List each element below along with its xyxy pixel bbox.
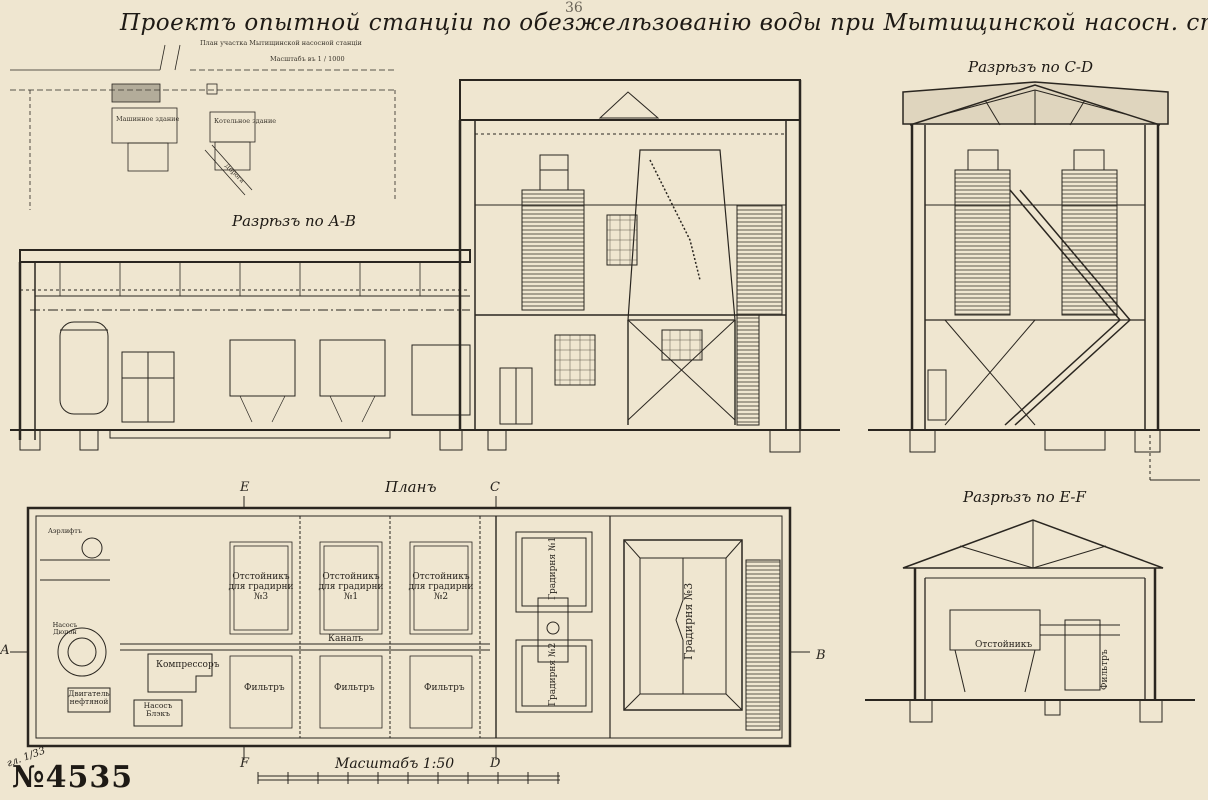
marker-a: А bbox=[0, 643, 10, 658]
marker-c: С bbox=[490, 480, 500, 495]
marker-b: В bbox=[816, 648, 826, 663]
marker-d: D bbox=[490, 756, 501, 771]
tower-2-label: Градирня №2 bbox=[548, 642, 558, 706]
drawing-title: Проектъ опытной станціи по обезжелѣзован… bbox=[120, 10, 1208, 36]
filter-label-2: Фильтръ bbox=[334, 683, 375, 693]
pump-label: Насосъ Блэкъ bbox=[143, 701, 173, 718]
settler-1-label: Отстойникъ для градирни №1 bbox=[318, 572, 384, 602]
filter-label-3: Фильтръ bbox=[424, 683, 465, 693]
canal-label: Каналъ bbox=[328, 634, 364, 644]
marker-e: Е bbox=[240, 480, 250, 495]
section-ab bbox=[10, 249, 471, 451]
site-plan-building-1: Машинное здание bbox=[116, 115, 180, 123]
section-ab-title: Разрѣзъ по А-В bbox=[232, 212, 356, 230]
plan-title: Планъ bbox=[385, 478, 437, 496]
compressor-label: Компрессоръ bbox=[156, 660, 220, 670]
scale-label: Масштабъ 1:50 bbox=[335, 756, 455, 772]
tower-3-label: Градирня №3 bbox=[682, 582, 695, 660]
marker-f: F bbox=[240, 756, 250, 771]
settler-2-label: Отстойникъ для градирни №2 bbox=[408, 572, 474, 602]
plan-view bbox=[10, 496, 810, 760]
site-plan-scale: Масштабъ въ 1 / 1000 bbox=[270, 55, 345, 63]
section-ef bbox=[865, 519, 1195, 723]
section-cd-title: Разрѣзъ по С-D bbox=[968, 58, 1094, 76]
ef-filter-label: Фильтръ bbox=[1100, 649, 1110, 690]
compressor-tank-label: Насосъ Дюпон bbox=[52, 621, 78, 636]
sheet-number: №4535 bbox=[12, 760, 134, 795]
filter-label-1: Фильтръ bbox=[244, 683, 285, 693]
tower-1-label: Градирня №1 bbox=[548, 536, 558, 600]
airlift-label: Аэрлифтъ bbox=[47, 527, 82, 535]
site-plan-building-2: Котельное здание bbox=[214, 117, 277, 125]
site-plan bbox=[10, 44, 396, 210]
section-cd bbox=[868, 81, 1200, 481]
ef-settler-label: Отстойникъ bbox=[975, 640, 1033, 650]
engine-label: Двигатель нефтяной bbox=[68, 689, 110, 706]
archive-mark: 36 bbox=[565, 0, 583, 16]
site-plan-title: План участка Мытищинской насосной станці… bbox=[200, 39, 362, 47]
scale-bar bbox=[257, 772, 560, 784]
settler-3-label: Отстойникъ для градирни №3 bbox=[228, 572, 294, 602]
central-tower bbox=[458, 79, 840, 453]
section-ef-title: Разрѣзъ по Е-F bbox=[963, 488, 1086, 506]
